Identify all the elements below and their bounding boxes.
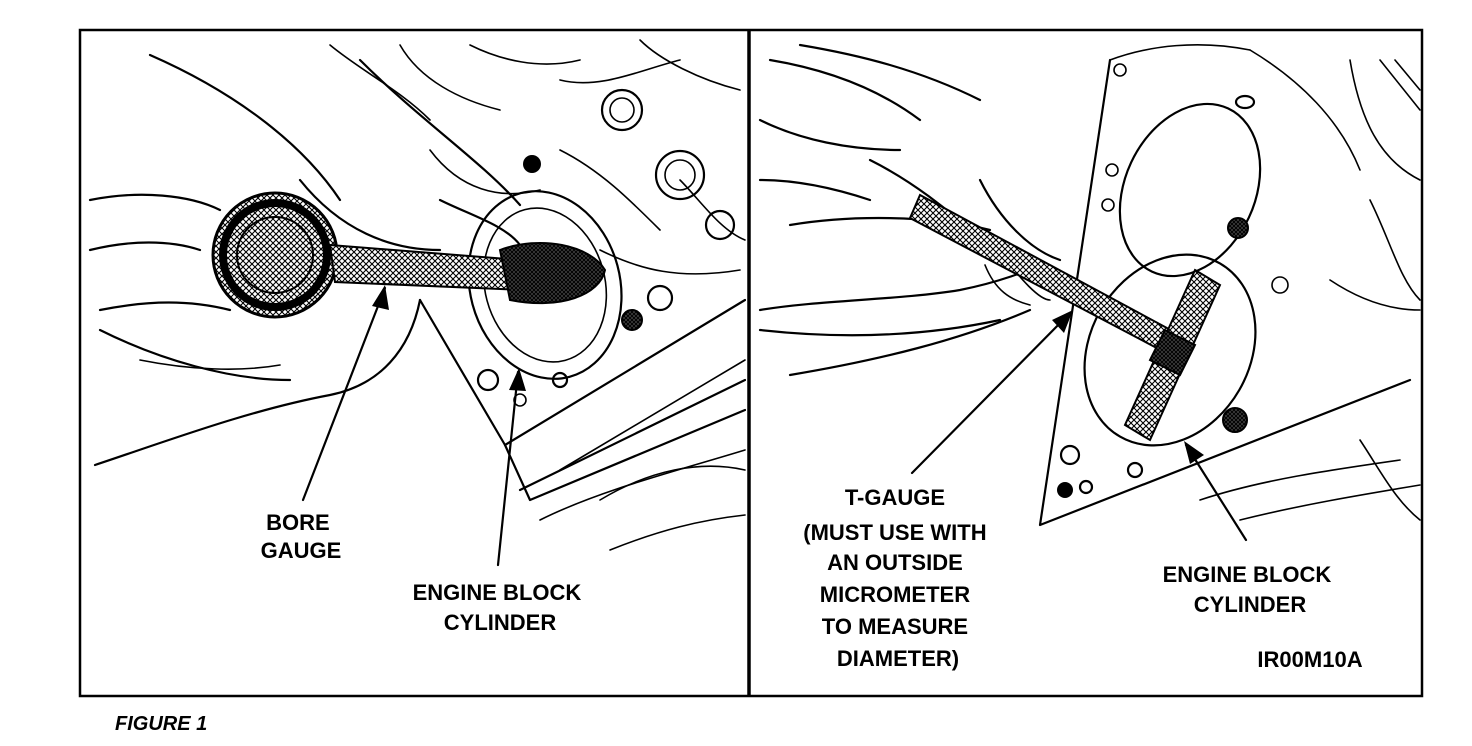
figure-frame [78,28,1424,698]
image-code-label: IR00M10A [1257,647,1362,672]
left-cylinder-label: ENGINE BLOCK CYLINDER [413,580,588,635]
right-panel-drawing [758,43,1421,542]
t-gauge-label: T-GAUGE (MUST USE WITH AN OUTSIDE MICROM… [803,485,992,671]
right-cylinder-label: ENGINE BLOCK CYLINDER [1163,562,1338,617]
left-panel-drawing [88,39,746,567]
figure-caption: FIGURE 1 [115,713,207,735]
bore-gauge-label: BORE GAUGE [261,510,342,563]
